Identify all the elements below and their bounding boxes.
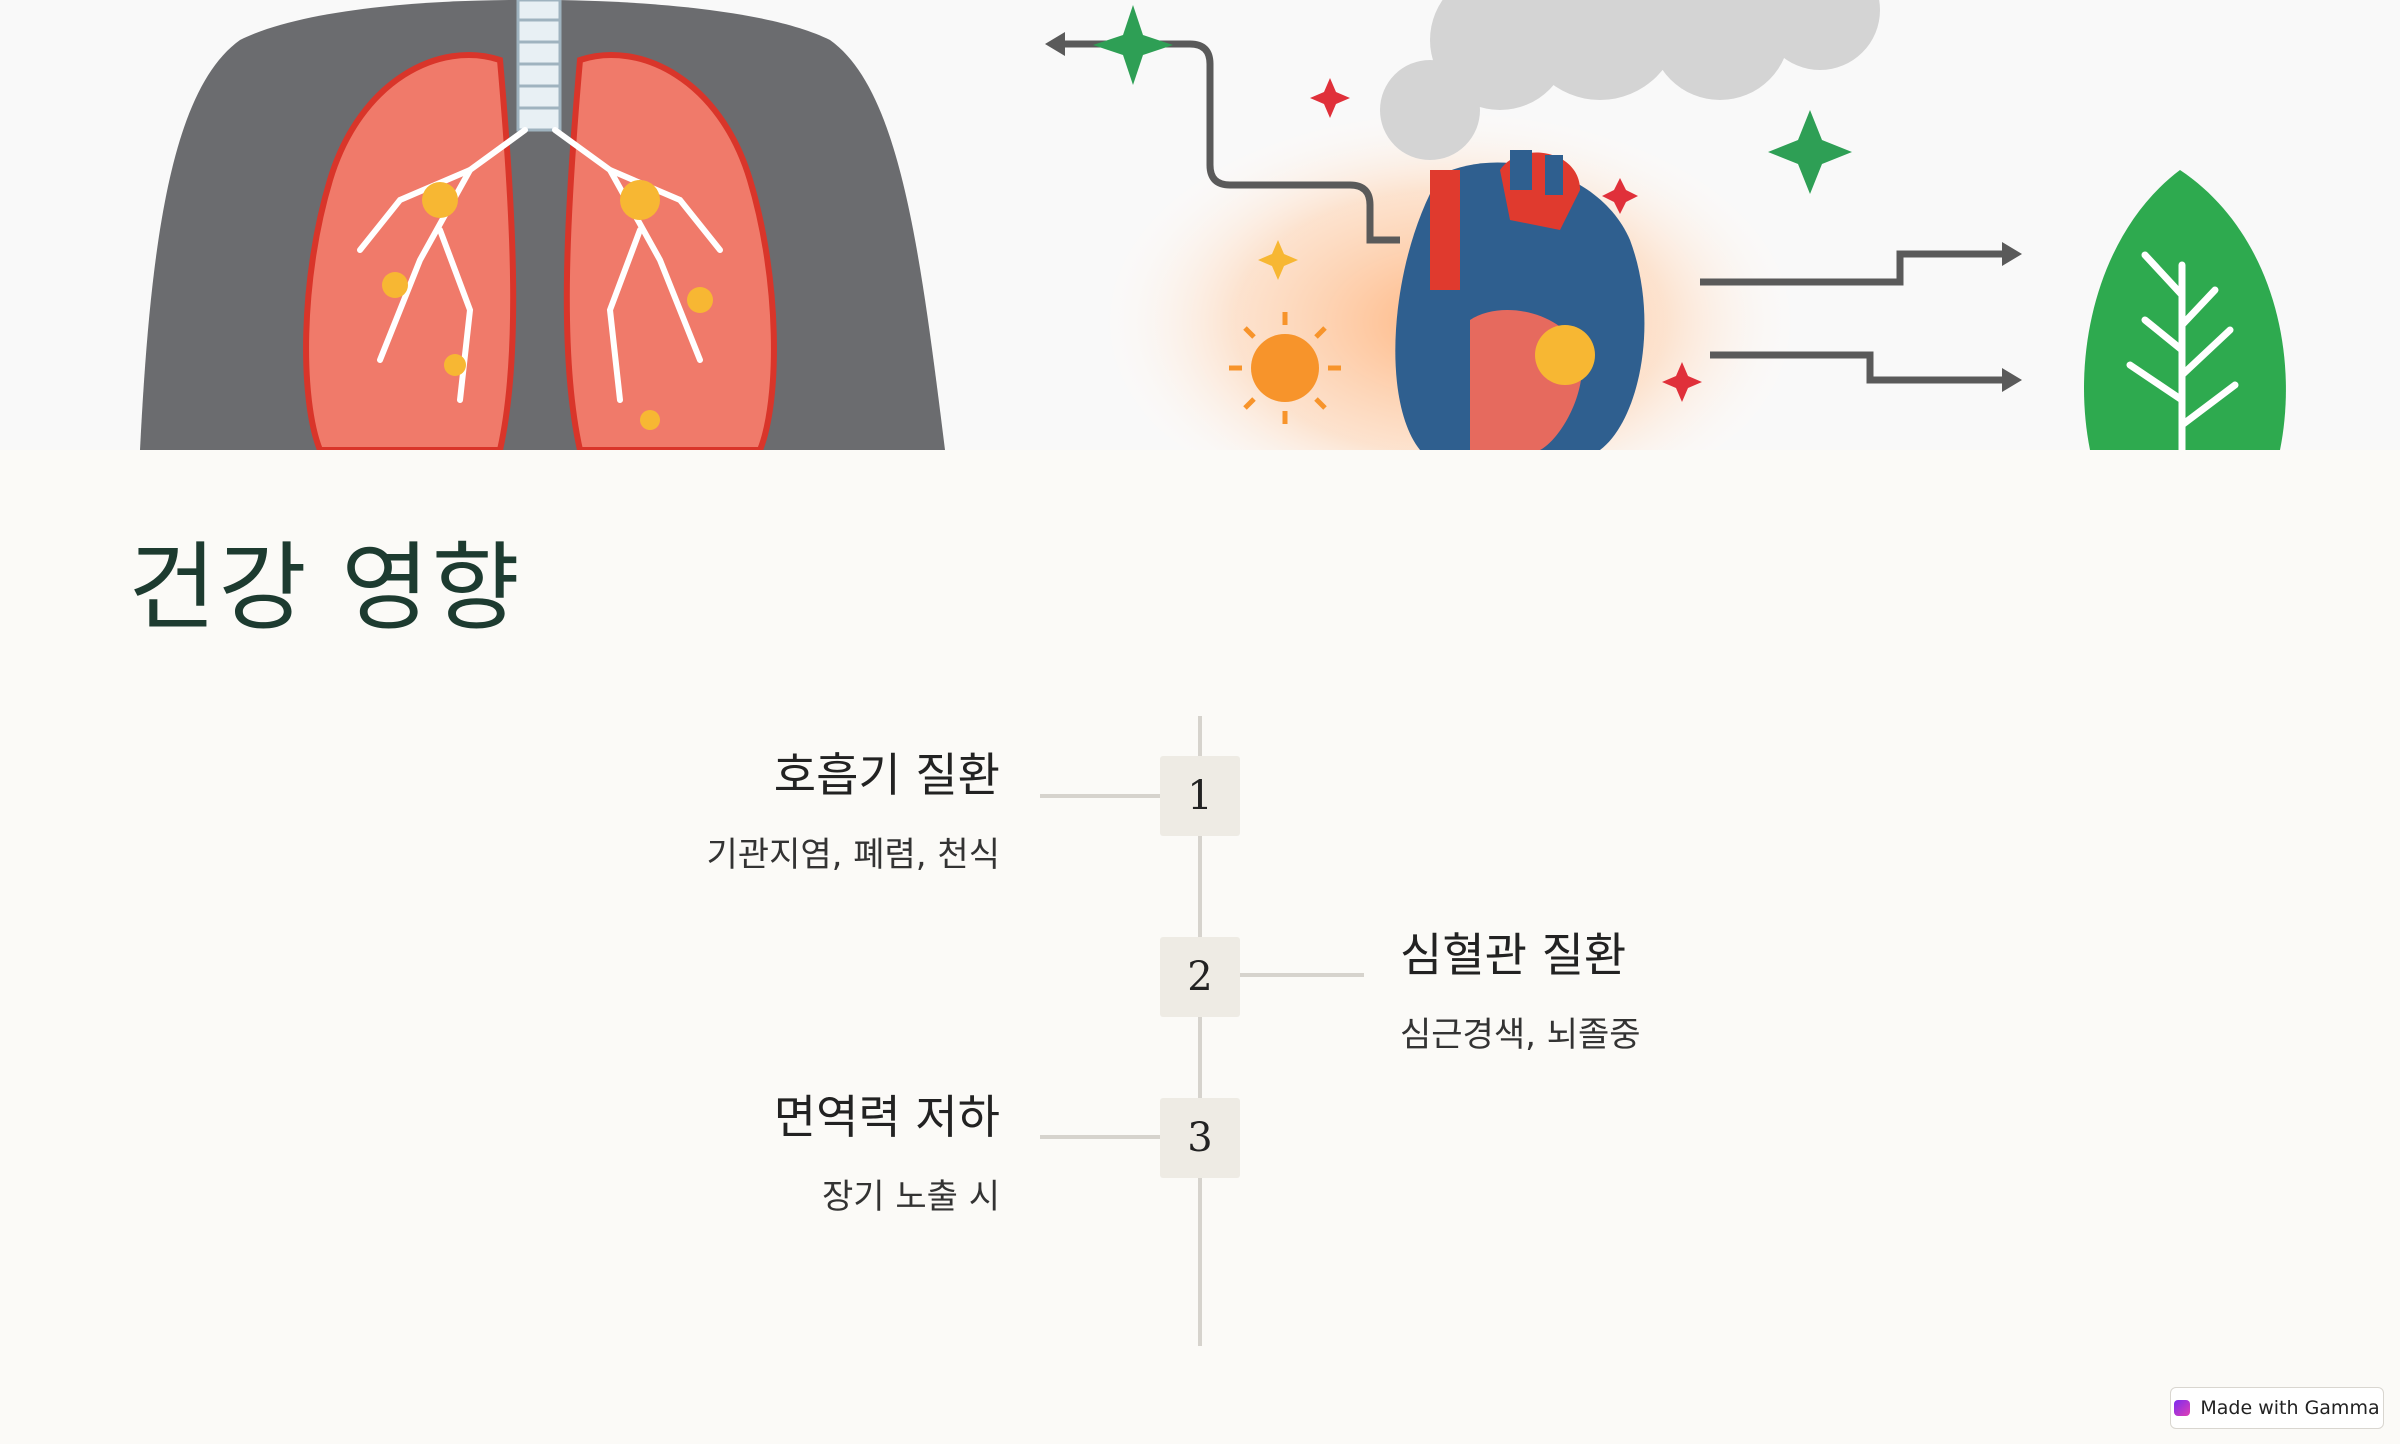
timeline-connector-1 xyxy=(1040,794,1160,798)
timeline-detail-3: 장기 노출 시 xyxy=(821,1177,1000,1217)
timeline-number-2: 2 xyxy=(1160,937,1240,1017)
sparkle-icon xyxy=(1093,5,1852,402)
timeline-detail-2: 심근경색, 뇌졸중 xyxy=(1400,1015,1641,1055)
timeline-detail-1: 기관지염, 폐렴, 천식 xyxy=(706,835,1000,875)
arrow-icon xyxy=(1060,40,2010,384)
smoke-cloud-icon xyxy=(1380,0,1880,160)
timeline-heading-2: 심혈관 질환 xyxy=(1400,928,1627,982)
gamma-logo-icon xyxy=(2174,1400,2191,1416)
timeline-number-1: 1 xyxy=(1160,756,1240,836)
hero-svg xyxy=(0,0,2400,450)
timeline-heading-3: 면역력 저하 xyxy=(773,1090,1000,1144)
timeline-connector-3 xyxy=(1040,1135,1160,1139)
timeline-number-3: 3 xyxy=(1160,1098,1240,1178)
lungs-icon xyxy=(303,0,777,450)
page-title: 건강 영향 xyxy=(128,532,522,644)
hero-illustration xyxy=(0,0,2400,450)
made-with-gamma-badge[interactable]: Made with Gamma xyxy=(2170,1387,2384,1429)
sun-icon xyxy=(1229,312,1341,424)
timeline-axis xyxy=(1198,716,1202,1346)
leaf-icon xyxy=(2084,170,2286,450)
timeline-heading-1: 호흡기 질환 xyxy=(773,748,1000,802)
heart-icon xyxy=(1395,150,1645,450)
badge-label: Made with Gamma xyxy=(2200,1397,2380,1419)
timeline-connector-2 xyxy=(1240,973,1364,977)
